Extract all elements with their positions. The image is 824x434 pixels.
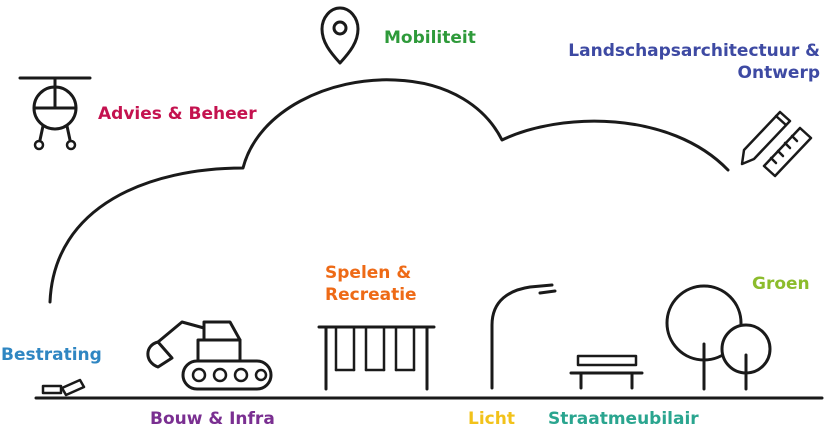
advies-label: Advies & Beheer <box>98 104 257 124</box>
landschap-line1: Landschapsarchitectuur & <box>568 41 820 61</box>
licht-label: Licht <box>468 409 515 429</box>
bench-icon <box>569 354 644 390</box>
cloud-outline <box>48 78 730 304</box>
spelen-line1: Spelen & <box>325 263 412 283</box>
helicopter-icon <box>18 76 92 151</box>
swing-set-icon <box>317 325 436 391</box>
bestrating-label: Bestrating <box>1 345 102 365</box>
location-pin-icon <box>320 6 360 65</box>
groen-label: Groen <box>752 274 810 294</box>
trees-icon <box>665 284 772 391</box>
landschap-label: Landschapsarchitectuur & Ontwerp <box>560 40 820 84</box>
paving-stones-icon <box>41 378 86 397</box>
mobiliteit-label: Mobiliteit <box>384 28 476 48</box>
excavator-icon <box>146 320 273 391</box>
bouw-label: Bouw & Infra <box>150 409 275 429</box>
straat-label: Straatmeubilair <box>548 409 699 429</box>
spelen-label: Spelen & Recreatie <box>325 262 417 306</box>
pencil-ruler-icon <box>740 110 813 178</box>
street-lamp-icon <box>490 283 557 390</box>
spelen-line2: Recreatie <box>325 285 417 305</box>
landschap-line2: Ontwerp <box>737 63 820 83</box>
